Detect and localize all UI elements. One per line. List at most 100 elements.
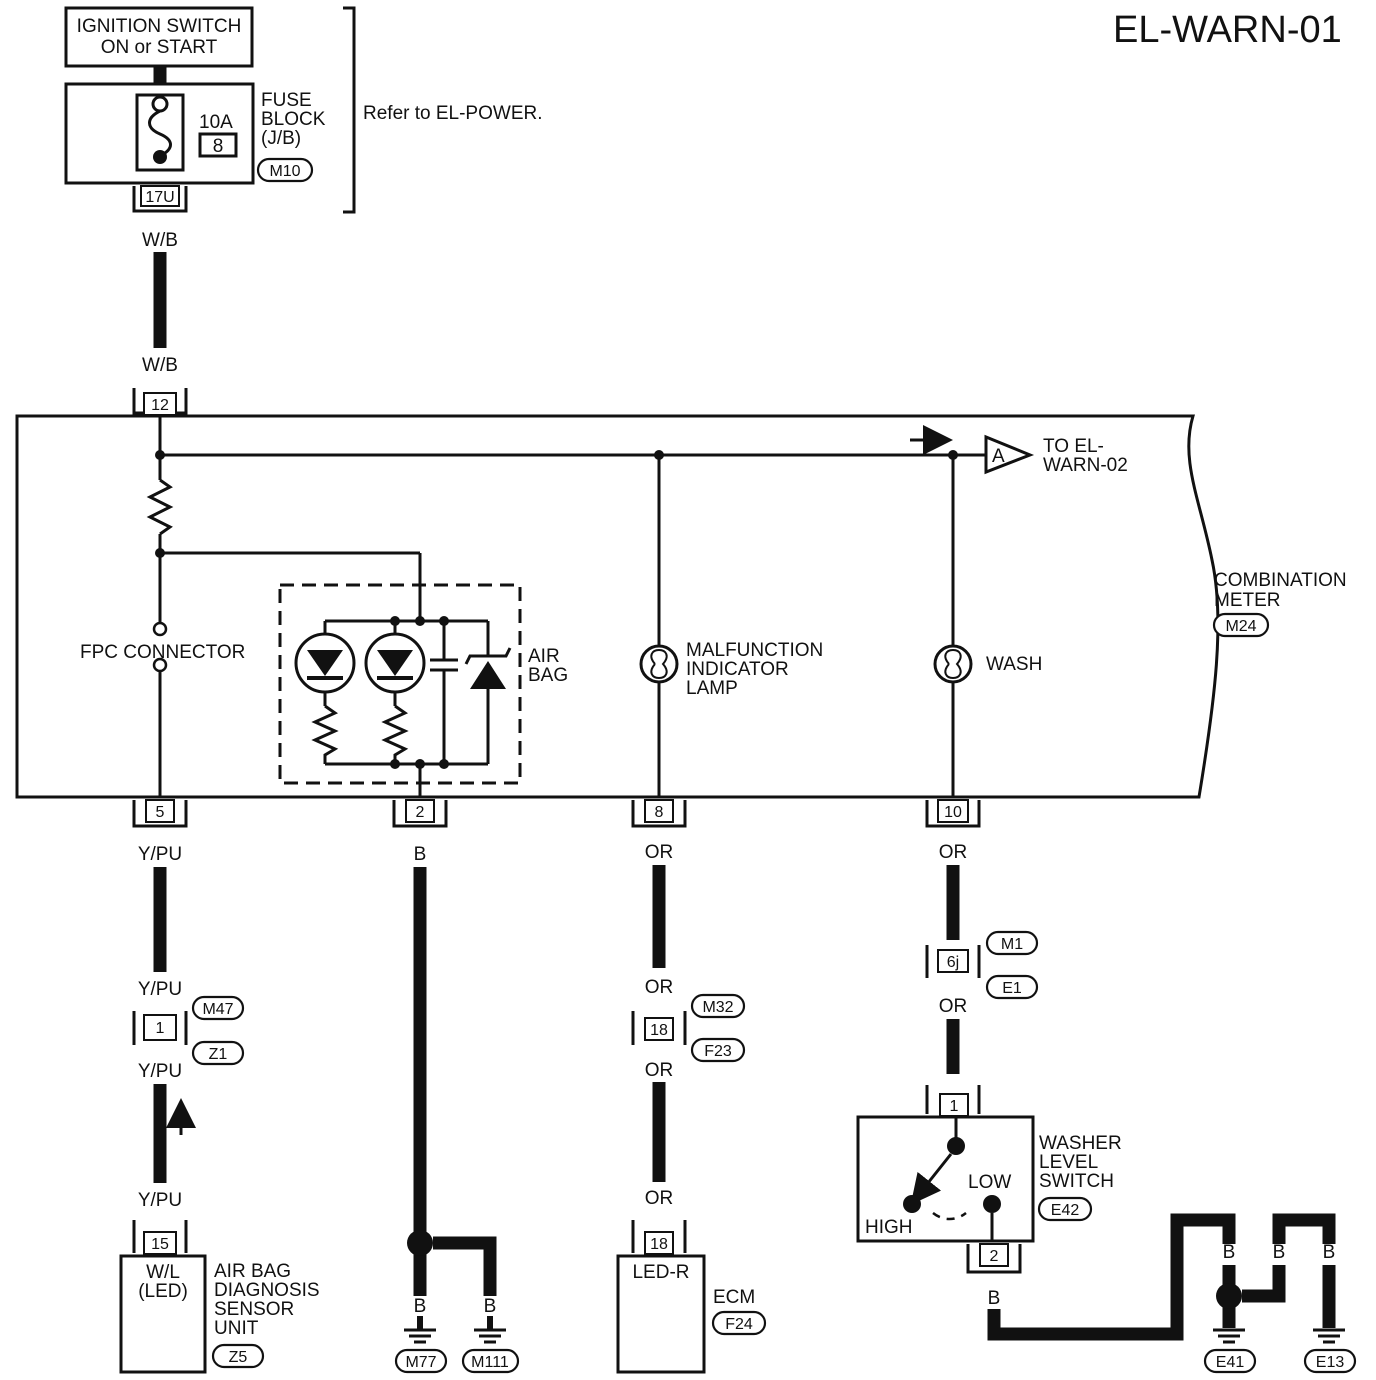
connector-m32: M32 bbox=[690, 993, 746, 1019]
connector-f24: F24 bbox=[711, 1310, 767, 1336]
connector-f23: F23 bbox=[690, 1037, 746, 1063]
svg-text:6j: 6j bbox=[947, 954, 959, 971]
wire-color-or-6: OR bbox=[939, 996, 968, 1017]
svg-text:2: 2 bbox=[416, 804, 425, 821]
connector-m47: M47 bbox=[191, 995, 245, 1021]
airbag-unit-label-1: AIR BAG bbox=[214, 1261, 291, 1282]
connector-z1: Z1 bbox=[191, 1040, 245, 1066]
svg-text:Z1: Z1 bbox=[209, 1046, 228, 1063]
diagram-title: EL-WARN-01 bbox=[1113, 9, 1342, 51]
svg-text:1: 1 bbox=[156, 1020, 165, 1037]
wire-color-ypu-3: Y/PU bbox=[138, 1061, 182, 1082]
wire-color-b-e41-a: B bbox=[1223, 1242, 1236, 1263]
connector-17u: 17U bbox=[132, 185, 188, 213]
connector-pin-18-ecm: 18 bbox=[631, 1220, 687, 1255]
combination-meter-label-1: COMBINATION bbox=[1214, 570, 1347, 591]
splice-dot bbox=[407, 1230, 433, 1256]
connector-m24: M24 bbox=[1212, 612, 1270, 638]
mil-label-2: INDICATOR bbox=[686, 659, 789, 680]
airbag-unit-inside-1: W/L bbox=[146, 1262, 180, 1283]
washer-switch-label-2: LEVEL bbox=[1039, 1152, 1098, 1173]
svg-text:18: 18 bbox=[650, 1236, 668, 1253]
mil-label-1: MALFUNCTION bbox=[686, 640, 823, 661]
airbag-unit-label-4: UNIT bbox=[214, 1318, 259, 1339]
svg-text:E41: E41 bbox=[1216, 1354, 1245, 1371]
connector-pin-5: 5 bbox=[132, 799, 188, 828]
ignition-switch: IGNITION SWITCH ON or START bbox=[64, 6, 254, 68]
fuse-bottom-terminal bbox=[153, 150, 167, 164]
wash-lamp-icon bbox=[933, 644, 973, 684]
wire-color-b-e13: B bbox=[1323, 1242, 1336, 1263]
led-2-icon bbox=[364, 621, 426, 764]
ignition-label-2: ON or START bbox=[101, 37, 218, 58]
combination-meter-box bbox=[15, 414, 1220, 799]
connector-z5: Z5 bbox=[211, 1343, 265, 1369]
connector-m10: M10 bbox=[256, 157, 314, 183]
svg-text:M32: M32 bbox=[702, 999, 733, 1016]
fuse-number: 8 bbox=[213, 136, 224, 157]
switch-high-label: HIGH bbox=[865, 1217, 913, 1238]
wire-color-b-e41-b: B bbox=[1273, 1242, 1286, 1263]
svg-text:M111: M111 bbox=[471, 1354, 509, 1371]
svg-text:M24: M24 bbox=[1225, 618, 1256, 635]
svg-text:M47: M47 bbox=[202, 1001, 233, 1018]
airbag-unit-inside-2: (LED) bbox=[138, 1281, 188, 1302]
svg-text:M10: M10 bbox=[269, 163, 300, 180]
washer-switch-label-1: WASHER bbox=[1039, 1133, 1122, 1154]
wire-color-wb-bottom: W/B bbox=[142, 355, 178, 376]
wire-color-b-airbag: B bbox=[414, 844, 427, 865]
to-el-warn-label-2: WARN-02 bbox=[1043, 455, 1128, 476]
svg-text:8: 8 bbox=[655, 804, 664, 821]
fpc-terminal-bottom bbox=[152, 657, 168, 673]
wire-color-ypu-1: Y/PU bbox=[138, 844, 182, 865]
airbag-label-2: BAG bbox=[528, 665, 568, 686]
svg-text:F23: F23 bbox=[704, 1043, 732, 1060]
wire-color-or-4: OR bbox=[645, 1188, 674, 1209]
fuse-block-label-3: (J/B) bbox=[261, 128, 301, 149]
connector-pin-6j: 6j bbox=[925, 945, 981, 978]
capacitor-icon bbox=[430, 621, 458, 764]
refer-note: Refer to EL-POWER. bbox=[363, 103, 543, 124]
connector-e41: E41 bbox=[1203, 1348, 1257, 1374]
connector-pin-15: 15 bbox=[132, 1220, 188, 1255]
ignition-label-1: IGNITION SWITCH bbox=[77, 16, 242, 37]
led-1-icon bbox=[294, 621, 356, 764]
wire-color-or-5: OR bbox=[939, 842, 968, 863]
svg-text:12: 12 bbox=[151, 397, 169, 414]
fuse-block-label-1: FUSE bbox=[261, 90, 312, 111]
connector-pin-10: 10 bbox=[925, 799, 981, 828]
airbag-unit-label-2: DIAGNOSIS bbox=[214, 1280, 320, 1301]
airbag-module bbox=[278, 583, 522, 785]
connector-m111: M111 bbox=[461, 1348, 520, 1374]
connector-m77: M77 bbox=[394, 1348, 448, 1374]
wire-color-ypu-4: Y/PU bbox=[138, 1190, 182, 1211]
marker-a-triangle bbox=[984, 434, 1035, 475]
svg-text:E13: E13 bbox=[1316, 1354, 1345, 1371]
wire-color-ypu-2: Y/PU bbox=[138, 979, 182, 1000]
fuse-top-terminal bbox=[151, 95, 169, 113]
svg-text:1: 1 bbox=[950, 1098, 959, 1115]
connector-e1: E1 bbox=[985, 974, 1039, 1000]
switch-low-label: LOW bbox=[968, 1172, 1011, 1193]
svg-text:5: 5 bbox=[156, 804, 165, 821]
connector-pin-12: 12 bbox=[132, 388, 188, 416]
airbag-unit-label-3: SENSOR bbox=[214, 1299, 294, 1320]
svg-text:18: 18 bbox=[650, 1022, 668, 1039]
svg-text:E1: E1 bbox=[1002, 980, 1022, 997]
fpc-connector-label: FPC CONNECTOR bbox=[80, 642, 245, 663]
ecm-label: ECM bbox=[713, 1287, 755, 1308]
connector-e13: E13 bbox=[1303, 1348, 1357, 1374]
wire-color-b-m77: B bbox=[414, 1296, 427, 1317]
wash-label: WASH bbox=[986, 654, 1042, 675]
malfunction-lamp-icon bbox=[639, 644, 679, 684]
fuse-block-label-2: BLOCK bbox=[261, 109, 326, 130]
svg-text:2: 2 bbox=[990, 1248, 999, 1265]
switch-contact-icon bbox=[903, 1117, 1001, 1241]
connector-e42: E42 bbox=[1037, 1196, 1093, 1222]
ground-m77-icon bbox=[404, 1316, 436, 1344]
zener-diode-icon bbox=[464, 621, 512, 764]
b-wire bbox=[1272, 1213, 1336, 1244]
ecm-box bbox=[616, 1254, 706, 1374]
svg-text:M1: M1 bbox=[1001, 936, 1023, 953]
